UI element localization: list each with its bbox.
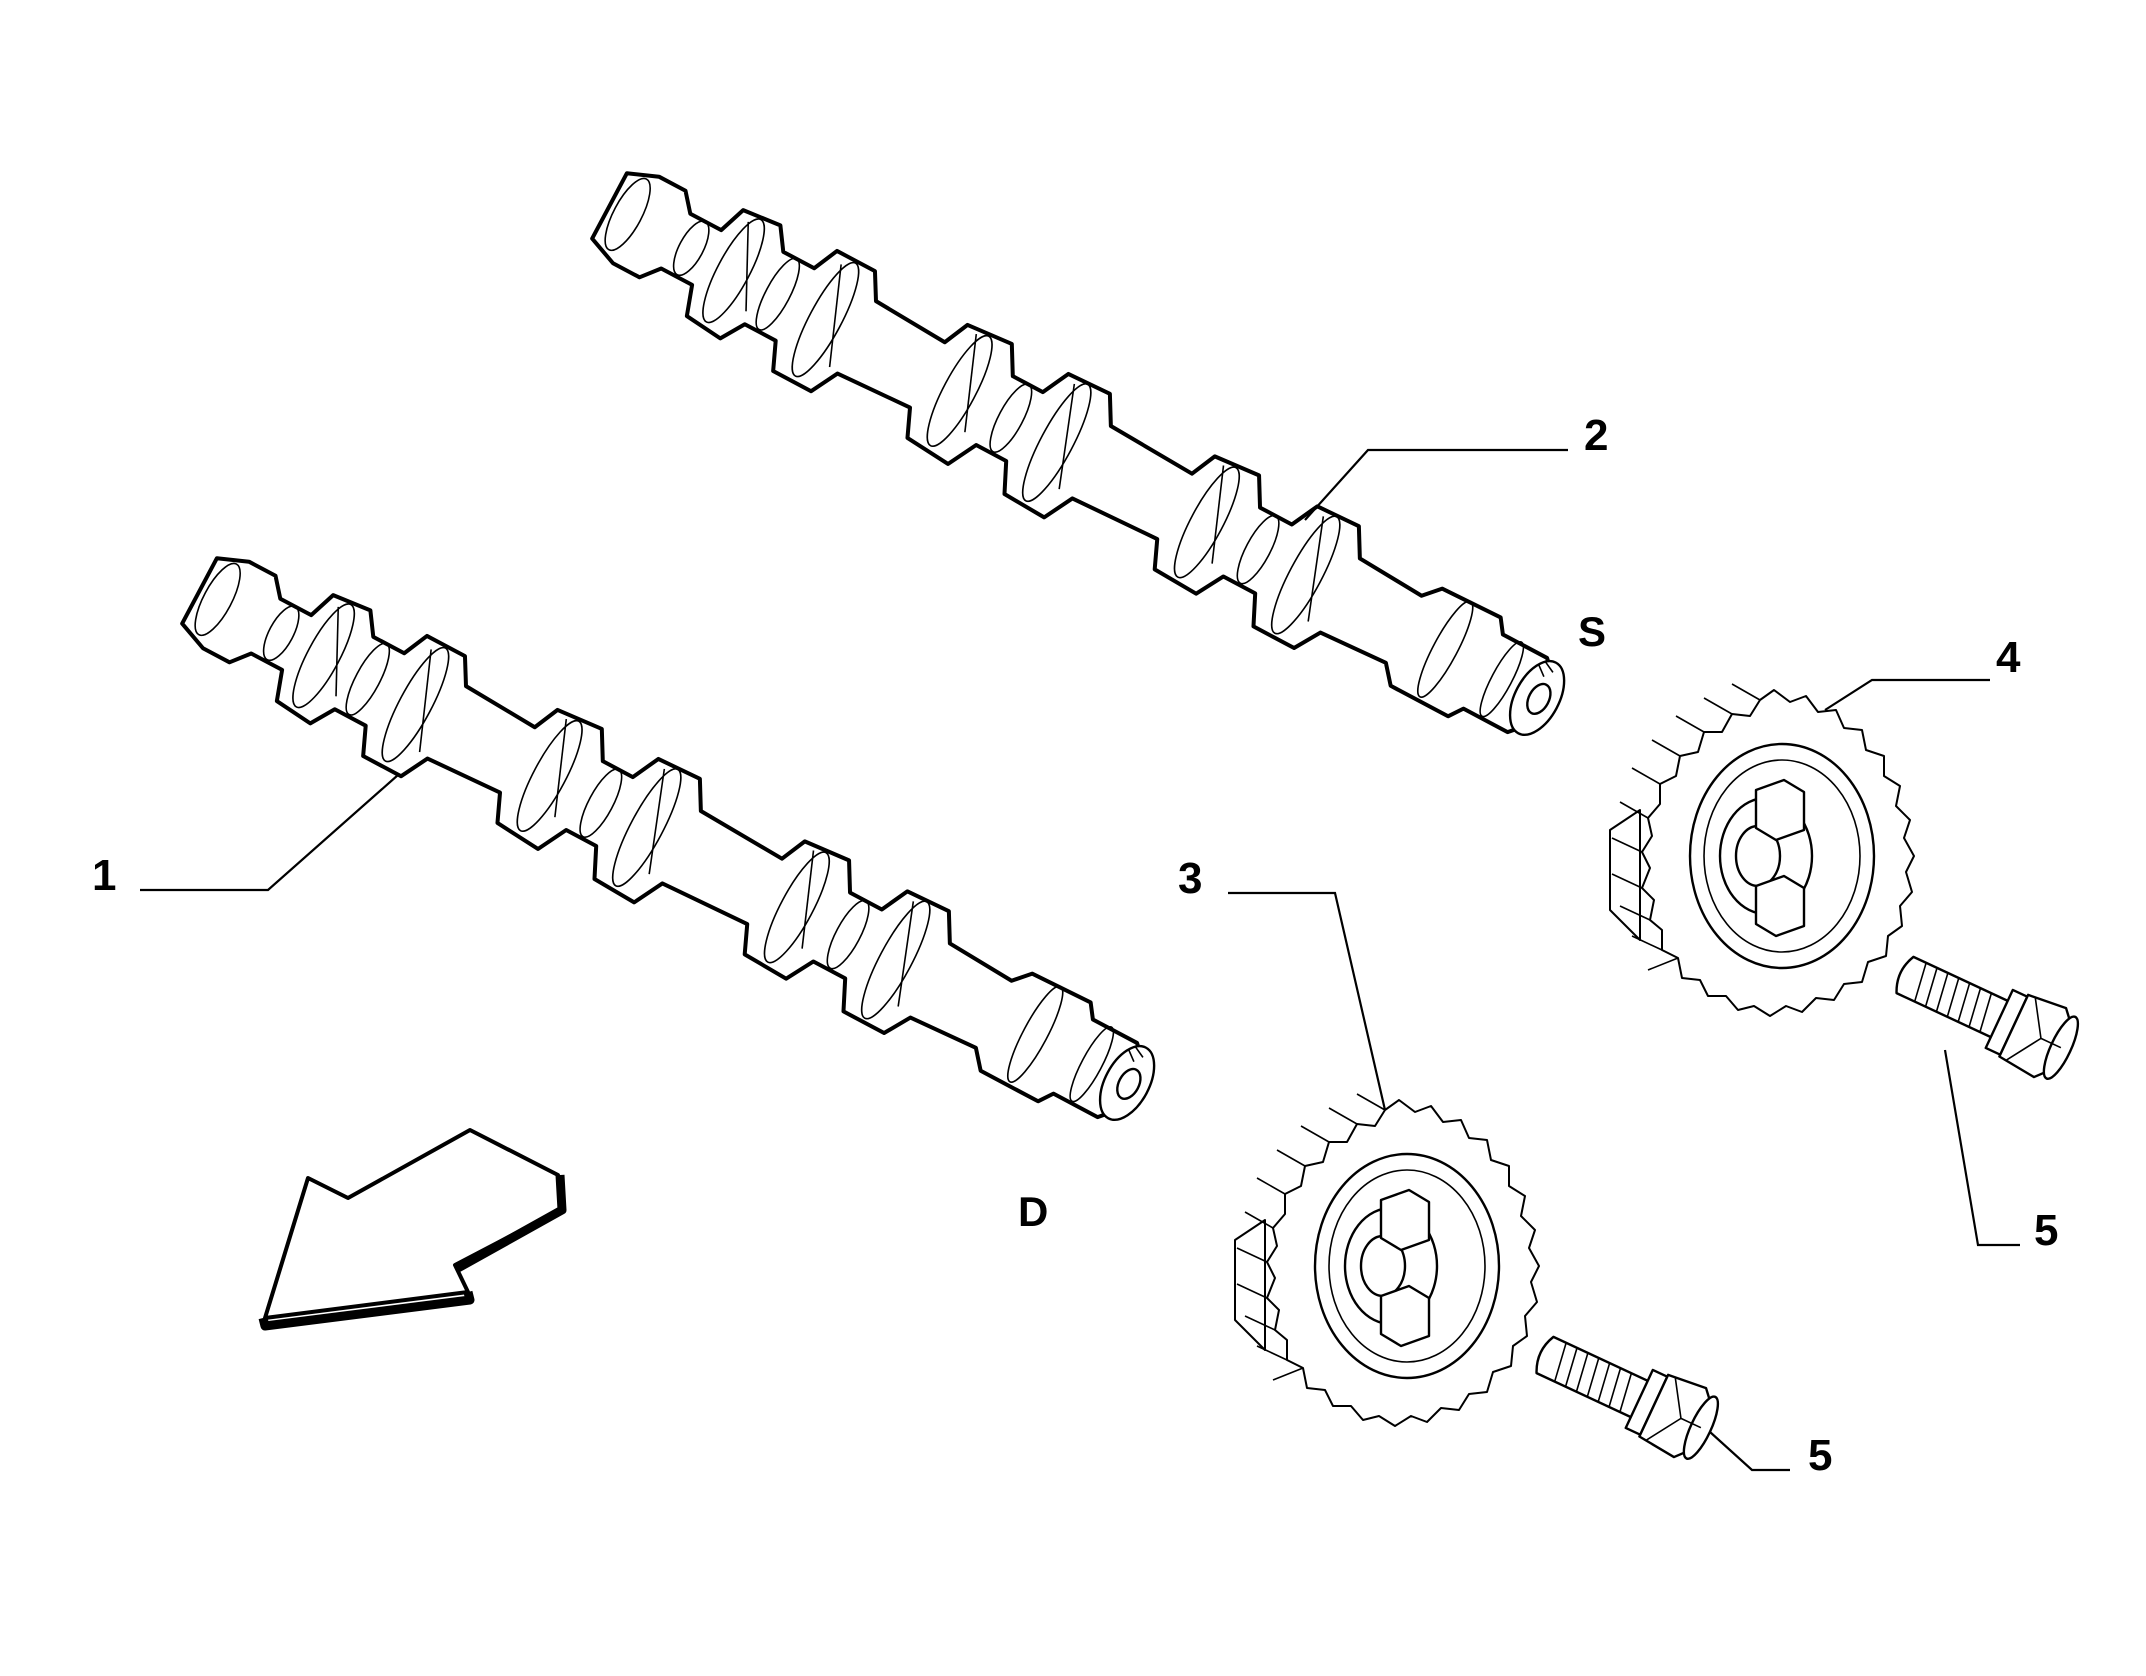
callout-1: 1 xyxy=(92,851,116,900)
direction-arrow xyxy=(258,1128,567,1331)
callout-5-lower: 5 xyxy=(1808,1431,1832,1480)
callout-4: 4 xyxy=(1996,633,2021,682)
callout-2: 2 xyxy=(1584,411,1608,460)
side-label-s: S xyxy=(1578,608,1606,655)
gear-bolt-lower xyxy=(1523,1317,1728,1468)
callout-5-upper: 5 xyxy=(2034,1206,2058,1255)
camshaft-exhaust xyxy=(166,530,1178,1157)
leader-4 xyxy=(1824,678,1990,711)
leader-2 xyxy=(1304,448,1568,521)
leader-5-lower xyxy=(1709,1431,1790,1472)
callout-3: 3 xyxy=(1178,854,1202,903)
leader-3 xyxy=(1228,891,1387,1111)
gear-bolt-upper xyxy=(1883,937,2088,1088)
leader-lines xyxy=(140,448,2020,1472)
camshaft-gear-exhaust xyxy=(1233,1092,1541,1428)
camshaft-intake xyxy=(576,145,1588,772)
leader-5-upper xyxy=(1943,1049,2020,1247)
camshaft-gear-intake xyxy=(1608,682,1916,1018)
side-label-d: D xyxy=(1018,1188,1048,1235)
leader-1 xyxy=(140,774,399,892)
